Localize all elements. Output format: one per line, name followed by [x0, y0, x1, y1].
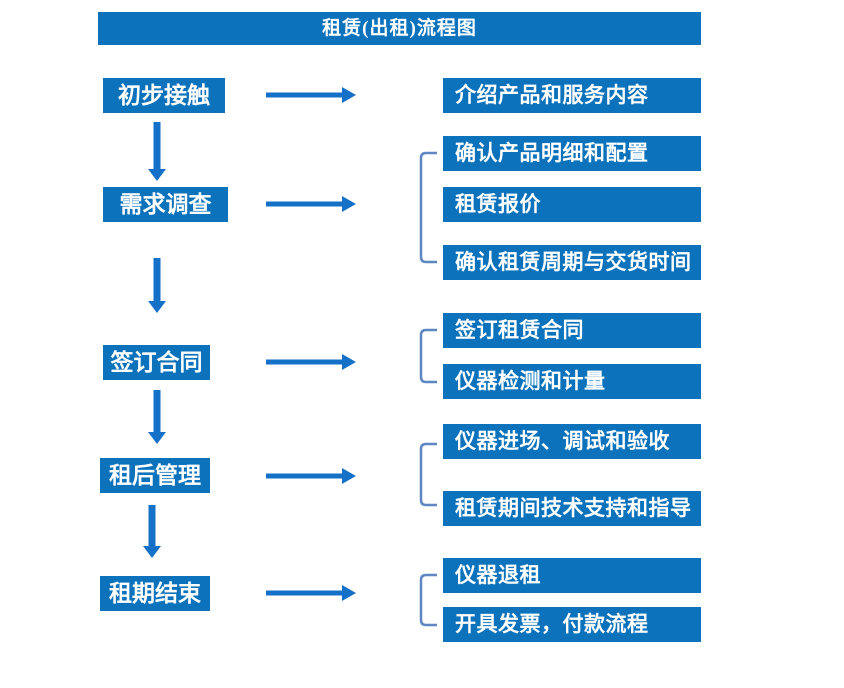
detail-box: 介绍产品和服务内容	[443, 78, 701, 113]
step-box-post-rental-management: 租后管理	[100, 458, 210, 493]
group-bracket	[419, 151, 437, 264]
step-box-initial-contact: 初步接触	[103, 78, 225, 113]
detail-box: 开具发票，付款流程	[443, 607, 701, 642]
detail-box: 仪器退租	[443, 558, 701, 593]
step-box-rental-end: 租期结束	[100, 576, 210, 611]
detail-box: 确认租赁周期与交货时间	[443, 245, 701, 280]
page-title: 租赁(出租)流程图	[322, 18, 477, 39]
right-arrow-icon	[266, 468, 356, 484]
down-arrow-icon	[148, 258, 166, 313]
detail-box: 签订租赁合同	[443, 313, 701, 348]
right-arrow-icon	[266, 87, 356, 103]
step-box-sign-contract: 签订合同	[103, 345, 210, 380]
right-arrow-icon	[266, 196, 356, 212]
detail-box: 仪器进场、调试和验收	[443, 424, 701, 459]
group-bracket	[419, 573, 437, 627]
group-bracket	[419, 442, 437, 507]
down-arrow-icon	[148, 122, 166, 181]
detail-box: 仪器检测和计量	[443, 364, 701, 399]
detail-box: 租赁报价	[443, 187, 701, 222]
right-arrow-icon	[266, 585, 356, 601]
step-box-demand-survey: 需求调查	[103, 187, 228, 222]
down-arrow-icon	[143, 505, 161, 558]
down-arrow-icon	[148, 390, 166, 444]
group-bracket	[419, 328, 437, 384]
right-arrow-icon	[266, 354, 356, 370]
detail-box: 确认产品明细和配置	[443, 136, 701, 171]
detail-box: 租赁期间技术支持和指导	[443, 491, 701, 526]
title-bar: 租赁(出租)流程图	[98, 12, 701, 45]
